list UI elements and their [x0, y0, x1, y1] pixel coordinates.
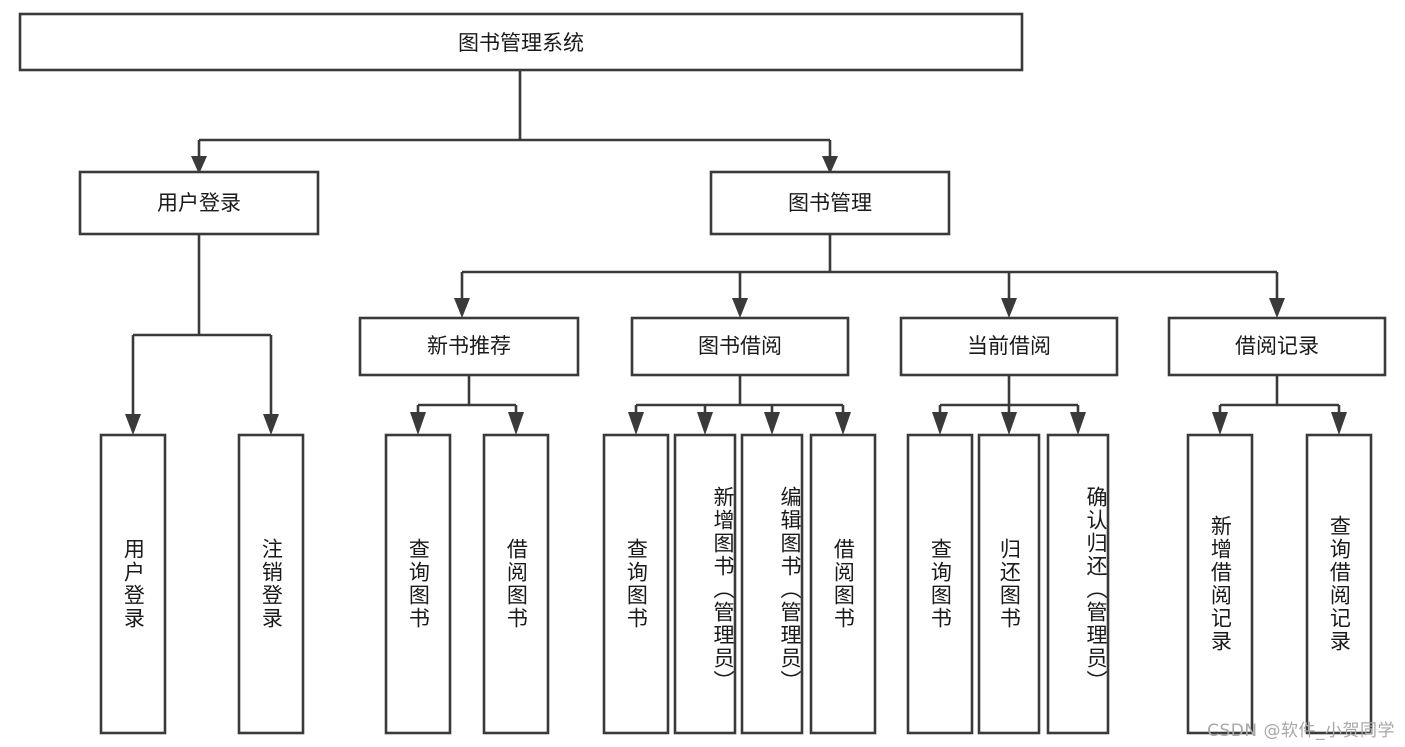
node-root-label: 图书管理系统: [458, 31, 584, 55]
arrow-head-leaf-9: [1001, 412, 1017, 435]
arrow-head-leaf-7: [835, 412, 851, 435]
arrow-head-leaf-8: [932, 412, 948, 435]
arrow-head-to-user-login: [191, 156, 207, 174]
arrow-head-leaf-6: [764, 412, 780, 435]
node-leaf-8[interactable]: [906, 433, 974, 735]
connector-layer: [125, 70, 1347, 435]
node-leaf-2[interactable]: [384, 433, 452, 735]
node-layer: 图书管理系统 用户登录 图书管理 新书推荐 图书借阅 当前借阅 借阅记录: [18, 12, 1387, 735]
arrow-head-leaf-3: [508, 412, 524, 435]
node-book-borrow[interactable]: [630, 316, 850, 377]
node-leaf-6[interactable]: [740, 433, 804, 735]
arrow-head-l3-3: [1269, 298, 1285, 318]
node-user-login[interactable]: [78, 170, 320, 236]
arrow-head-leaf-10: [1070, 412, 1086, 435]
arrow-head-leaf-12: [1331, 412, 1347, 435]
node-leaf-9[interactable]: [977, 433, 1041, 735]
node-leaf-11[interactable]: [1186, 433, 1254, 735]
arrow-head-l3-1: [732, 298, 748, 318]
node-leaf-7[interactable]: [809, 433, 877, 735]
node-current-borrow-label: 当前借阅: [967, 334, 1051, 358]
node-book-management-label: 图书管理: [788, 191, 872, 215]
node-leaf-1[interactable]: [237, 433, 305, 735]
node-book-management[interactable]: [709, 170, 951, 236]
node-book-borrow-label: 图书借阅: [698, 334, 782, 358]
arrow-head-leaf-0: [125, 414, 141, 435]
csdn-watermark: CSDN @软件_小贺同学: [1207, 721, 1395, 741]
node-borrow-record-label: 借阅记录: [1235, 334, 1319, 358]
node-leaf-0[interactable]: [99, 433, 167, 735]
arrow-head-leaf-5: [697, 412, 713, 435]
node-new-book-recommend[interactable]: [358, 316, 580, 377]
node-leaf-4[interactable]: [602, 433, 670, 735]
node-leaf-5[interactable]: [673, 433, 737, 735]
node-current-borrow[interactable]: [899, 316, 1119, 377]
arrow-head-leaf-1: [263, 414, 279, 435]
node-leaf-12[interactable]: [1305, 433, 1373, 735]
node-borrow-record[interactable]: [1167, 316, 1387, 377]
arrow-head-leaf-2: [410, 412, 426, 435]
node-leaf-10[interactable]: [1046, 433, 1110, 735]
arrow-head-l3-2: [1001, 298, 1017, 318]
node-new-book-recommend-label: 新书推荐: [427, 334, 511, 358]
node-leaf-3[interactable]: [482, 433, 550, 735]
arrow-head-leaf-11: [1212, 412, 1228, 435]
node-user-login-label: 用户登录: [157, 191, 241, 215]
arrow-head-to-book-management: [822, 156, 838, 174]
node-root[interactable]: [18, 12, 1024, 72]
arrow-head-leaf-4: [628, 412, 644, 435]
arrow-head-l3-0: [454, 298, 470, 318]
